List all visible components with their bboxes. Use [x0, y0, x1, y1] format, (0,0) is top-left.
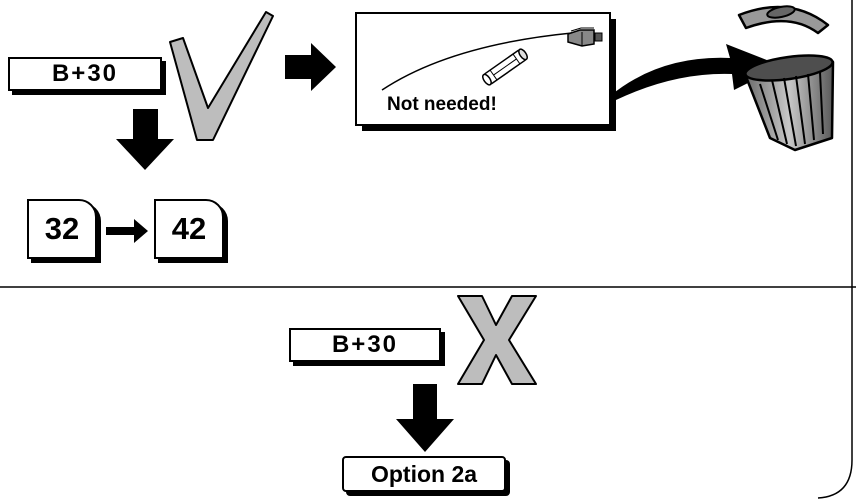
wire-line	[381, 32, 573, 91]
arrow-right-icon	[285, 43, 336, 91]
terminal-32-box: 32	[27, 199, 97, 259]
discard-arrow-icon	[610, 44, 782, 100]
connector-icon	[567, 27, 603, 47]
condition-label-top: B+30	[8, 57, 162, 91]
not-needed-panel	[355, 12, 611, 126]
fuse-icon	[481, 48, 529, 86]
trash-can-icon	[737, 5, 835, 152]
option-2a-label: Option 2a	[342, 456, 506, 492]
terminal-42-box: 42	[154, 199, 224, 259]
condition-label-bottom: B+30	[289, 328, 441, 362]
check-mark-icon	[169, 11, 274, 141]
arrow-32-to-42-icon	[106, 219, 148, 243]
frame-right-edge	[817, 0, 853, 499]
arrow-down-icon	[116, 109, 174, 170]
arrow-down-bottom-icon	[396, 384, 454, 452]
not-needed-note: Not needed!	[387, 94, 497, 115]
x-mark-icon	[457, 295, 537, 385]
